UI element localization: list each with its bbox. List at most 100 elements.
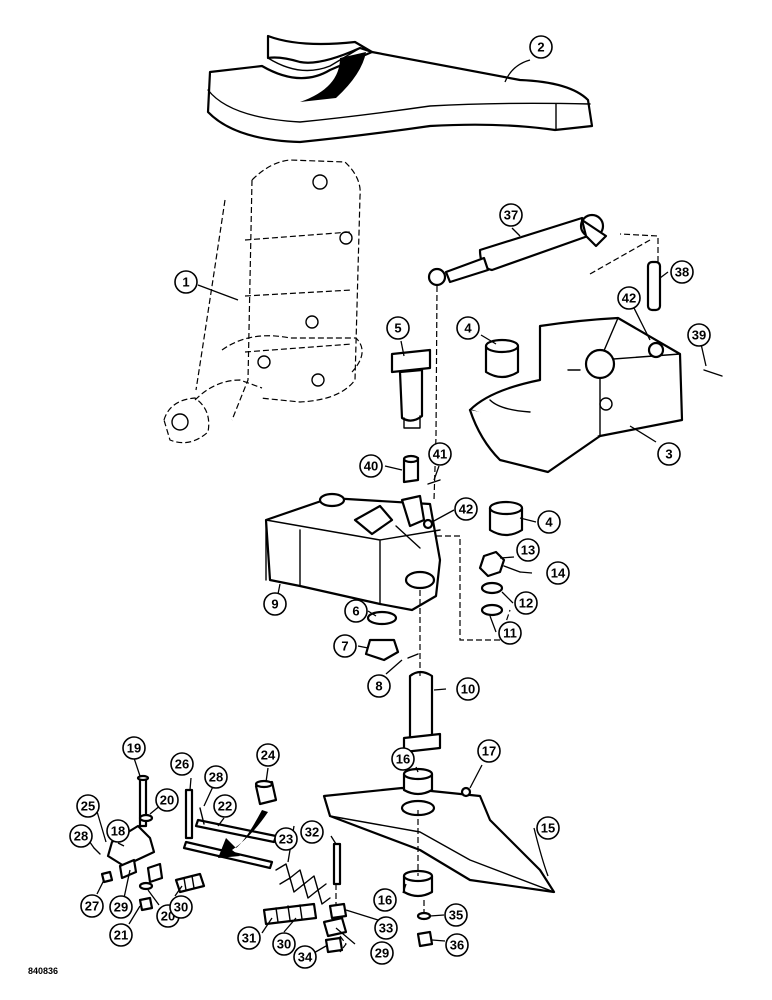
svg-text:22: 22 (218, 799, 232, 814)
part-30-chain-upper (174, 872, 206, 894)
callout-32: 32 (300, 820, 324, 844)
callout-20-upper: 20 (155, 788, 179, 812)
svg-text:35: 35 (449, 908, 463, 923)
callout-28-left: 28 (69, 824, 93, 848)
svg-text:29: 29 (114, 900, 128, 915)
part-29-block-left (146, 862, 164, 884)
callout-24: 24 (256, 743, 280, 767)
callout-25: 25 (76, 794, 100, 818)
part-40-pin (402, 454, 420, 484)
callout-34: 34 (293, 945, 317, 969)
callout-2: 2 (529, 35, 553, 59)
svg-text:13: 13 (521, 543, 535, 558)
callout-21: 21 (109, 923, 133, 947)
callout-35: 35 (444, 903, 468, 927)
part-39-cotter-pin (703, 369, 723, 377)
drawing-id: 840836 (28, 966, 58, 976)
svg-text:9: 9 (271, 597, 278, 612)
callout-30-upper: 30 (169, 895, 193, 919)
svg-text:1: 1 (182, 275, 189, 290)
svg-text:39: 39 (692, 328, 706, 343)
part-9-lower-bracket (264, 492, 442, 612)
svg-text:27: 27 (85, 899, 99, 914)
svg-text:38: 38 (675, 265, 689, 280)
callout-12: 12 (514, 591, 538, 615)
svg-text:19: 19 (127, 741, 141, 756)
svg-text:4: 4 (464, 321, 472, 336)
callout-23: 23 (274, 827, 298, 851)
callout-40: 40 (359, 454, 383, 478)
svg-text:23: 23 (279, 832, 293, 847)
callout-29-right: 29 (370, 941, 394, 965)
svg-text:26: 26 (175, 757, 189, 772)
part-16-bushing-upper (402, 767, 434, 796)
svg-text:4: 4 (545, 515, 553, 530)
leader-lines (86, 59, 707, 955)
svg-text:16: 16 (396, 752, 410, 767)
svg-text:17: 17 (482, 744, 496, 759)
callout-28-right: 28 (204, 765, 228, 789)
callout-31: 31 (237, 926, 261, 950)
svg-text:30: 30 (174, 900, 188, 915)
callout-38: 38 (670, 260, 694, 284)
part-33-nut (328, 902, 348, 920)
callout-6: 6 (344, 599, 368, 623)
svg-text:31: 31 (242, 931, 256, 946)
svg-text:29: 29 (375, 946, 389, 961)
callout-14: 14 (546, 561, 570, 585)
callout-8: 8 (367, 674, 391, 698)
part-7-castle-nut (364, 638, 400, 662)
svg-text:7: 7 (341, 639, 348, 654)
callout-42-upper: 42 (617, 286, 641, 310)
callout-5: 5 (386, 316, 410, 340)
svg-text:42: 42 (622, 291, 636, 306)
callout-16-lower: 16 (373, 888, 397, 912)
callout-15: 15 (536, 816, 560, 840)
part-4-bushing-upper (484, 338, 520, 379)
callout-33: 33 (374, 916, 398, 940)
svg-text:14: 14 (551, 566, 566, 581)
part-1-swing-tower-phantom (163, 159, 363, 444)
part-24-sleeve (254, 779, 278, 806)
callout-10: 10 (456, 677, 480, 701)
svg-text:18: 18 (111, 824, 125, 839)
part-32-bolt (332, 842, 342, 886)
part-11-washer (480, 603, 504, 617)
callout-9: 9 (263, 592, 287, 616)
part-27-nut (100, 870, 114, 884)
part-28-pin-left (93, 847, 101, 855)
svg-text:36: 36 (450, 938, 464, 953)
callout-19: 19 (122, 736, 146, 760)
callout-26: 26 (170, 752, 194, 776)
svg-text:16: 16 (378, 893, 392, 908)
callout-18: 18 (106, 819, 130, 843)
svg-text:21: 21 (114, 928, 128, 943)
callout-30-lower: 30 (272, 932, 296, 956)
callout-1: 1 (174, 270, 198, 294)
callout-41: 41 (428, 442, 452, 466)
svg-text:11: 11 (503, 626, 517, 641)
part-15-stabilizer-leg (322, 786, 556, 894)
callout-13: 13 (516, 538, 540, 562)
svg-text:24: 24 (261, 748, 276, 763)
part-10-post (402, 670, 442, 754)
svg-text:37: 37 (504, 208, 518, 223)
svg-text:8: 8 (375, 679, 382, 694)
svg-text:41: 41 (433, 447, 447, 462)
svg-text:15: 15 (541, 821, 555, 836)
svg-text:32: 32 (305, 825, 319, 840)
callout-39: 39 (687, 323, 711, 347)
callout-22: 22 (213, 794, 237, 818)
callout-27: 27 (80, 894, 104, 918)
callout-37: 37 (499, 203, 523, 227)
callout-29-left: 29 (109, 895, 133, 919)
svg-text:6: 6 (352, 604, 359, 619)
part-17-grease-fitting (460, 786, 472, 798)
part-8-cotter-pin (407, 653, 419, 659)
part-3-swing-bracket (468, 316, 684, 474)
part-20-washer-upper (138, 813, 154, 823)
part-2-boom-frame (206, 34, 594, 144)
installation-arrow (218, 810, 268, 858)
callout-42-lower: 42 (454, 497, 478, 521)
